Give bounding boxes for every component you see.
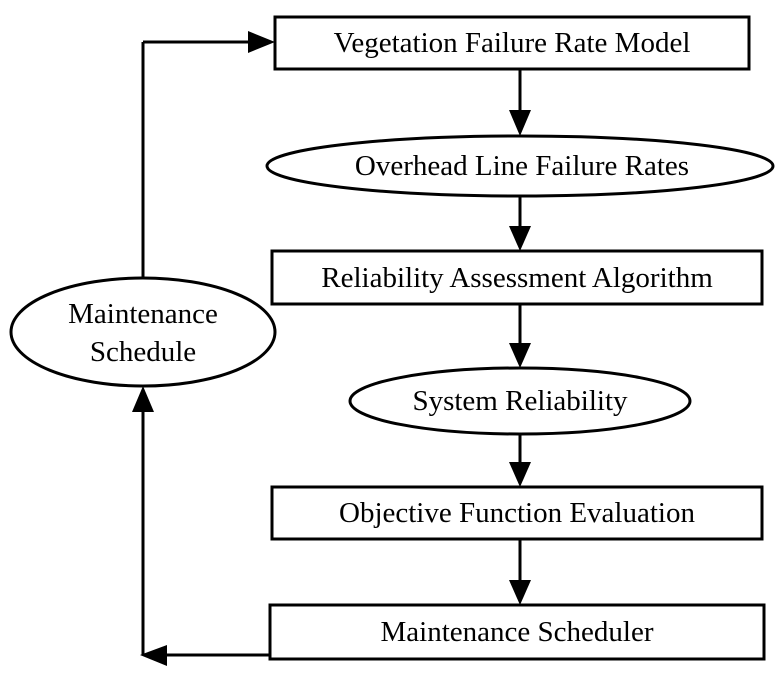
arrow-corner-up-head: [132, 386, 154, 412]
overhead-line-failure-rates-node: Overhead Line Failure Rates: [265, 134, 775, 198]
objective-function-evaluation-label: Objective Function Evaluation: [339, 497, 695, 529]
reliability-assessment-algorithm-label: Reliability Assessment Algorithm: [321, 262, 713, 294]
system-reliability-label: System Reliability: [412, 385, 628, 417]
maintenance-schedule-label-line1: Maintenance: [68, 298, 218, 330]
maintenance-scheduler-box: [268, 603, 766, 661]
reliability-assessment-algorithm-node: Reliability Assessment Algorithm: [270, 249, 764, 306]
maintenance-scheduler-label: Maintenance Scheduler: [381, 616, 654, 648]
arrow-scheduler-to-left-head: [140, 645, 167, 666]
vegetation-failure-rate-model-box: [273, 15, 751, 71]
reliability-assessment-algorithm-box: [270, 249, 764, 306]
vegetation-failure-rate-model-node: Vegetation Failure Rate Model: [273, 15, 751, 71]
maintenance-schedule-label-line2: Schedule: [90, 336, 196, 368]
maintenance-scheduler-node: Maintenance Scheduler: [268, 603, 766, 661]
arrow-system-to-objective-head: [509, 462, 531, 487]
arrow-objective-to-scheduler-head: [509, 580, 531, 605]
vegetation-failure-rate-model-label: Vegetation Failure Rate Model: [334, 27, 691, 59]
objective-function-evaluation-box: [270, 485, 764, 541]
system-reliability-node: System Reliability: [348, 366, 692, 436]
maintenance-schedule-node: Maintenance Schedule: [9, 276, 277, 388]
arrow-overhead-to-algorithm-head: [509, 226, 531, 251]
objective-function-evaluation-node: Objective Function Evaluation: [270, 485, 764, 541]
arrow-top-right-head: [248, 31, 275, 53]
overhead-line-failure-rates-label: Overhead Line Failure Rates: [355, 150, 689, 182]
arrow-vegetation-to-overhead-head: [509, 110, 531, 136]
arrow-algorithm-to-system-head: [509, 343, 531, 368]
maintenance-schedule-ellipse: [9, 276, 277, 388]
